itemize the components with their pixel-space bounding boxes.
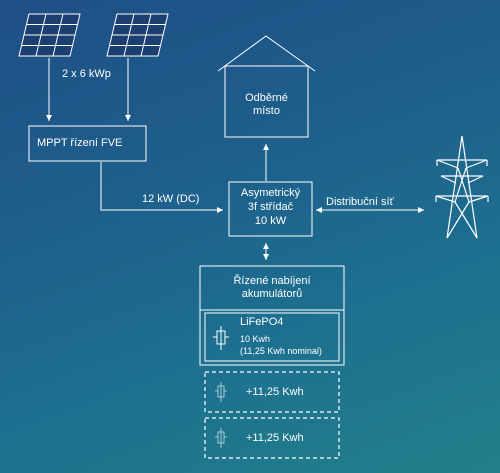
solar-panel-icon [18,13,81,57]
house-icon [217,35,316,138]
dc-connector [100,162,223,213]
battery-optional-label: +11,25 Kwh [246,386,304,398]
battery-controller-label: Řízené nabíjení akumulátorů [200,275,344,301]
battery-icon [215,382,227,402]
inverter-label-line3: 10 kW [254,215,287,227]
battery-optional-box [204,371,340,413]
battery-controller-line2: akumulátorů [241,288,303,300]
solar-panel-icon [106,13,169,57]
inverter-label-line2: 3f střídač [247,201,294,213]
house-label-line2: místo [253,105,280,117]
transmission-tower-icon [435,135,489,239]
inverter-box [228,181,313,237]
inverter-label: Asymetrický 3f střídač 10 kW [229,186,312,228]
mppt-label: MPPT řízení FVE [37,137,123,149]
battery-stack-box [199,265,345,366]
panels-label: 2 x 6 kWp [62,68,111,80]
battery-main-box [204,312,340,362]
mppt-box [28,125,147,162]
battery-controller-line1: Řízené nabíjení [233,275,311,287]
dc-label: 12 kW (DC) [142,193,200,205]
battery-main-nominal: (11,25 Kwh nominal) [240,346,322,356]
battery-optional-box [204,417,340,459]
house-label-line1: Odběrné [245,92,288,104]
grid-label: Distribuční síť [326,196,394,208]
battery-optional-label: +11,25 Kwh [246,432,304,444]
house-label: Odběrné místo [225,92,308,118]
battery-icon [213,326,229,350]
panel-connectors [46,58,131,121]
inverter-label-line1: Asymetrický [240,187,301,199]
battery-main-capacity: 10 Kwh [240,334,271,344]
battery-icon [215,428,227,448]
battery-main-name: LiFePO4 [240,316,284,328]
